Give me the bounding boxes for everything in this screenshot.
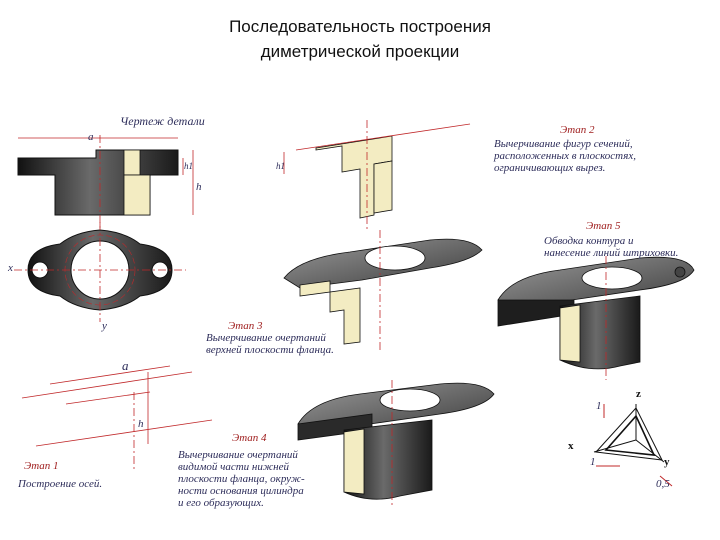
stage4-title: Этап 4: [232, 432, 267, 444]
stage5-finished: [497, 256, 695, 380]
stage3-title: Этап 3: [228, 320, 263, 332]
detail-top-view: [14, 222, 186, 322]
dim-h1-stage2: h1: [276, 161, 285, 171]
title-line-1: Последовательность построения: [229, 17, 491, 36]
dim-h-stage1: h: [138, 418, 144, 430]
dimetric-axes-diagram: [593, 404, 673, 487]
stage4-lower-flange: [297, 380, 495, 506]
scale-1-z: 1: [596, 400, 602, 412]
stage1-title: Этап 1: [24, 460, 59, 472]
scale-1-x: 1: [590, 456, 596, 468]
dim-h1-drawing: h1: [184, 161, 193, 171]
dim-a-drawing: a: [88, 131, 94, 143]
axis-y-label: y: [664, 456, 670, 468]
stage1-axes-sketch: [21, 365, 213, 470]
stage2-title: Этап 2: [560, 124, 595, 136]
stage4-description: Вычерчивание очертаний видимой части ниж…: [178, 449, 305, 509]
slide-title: Последовательность построения диметричес…: [0, 14, 720, 64]
detail-front-view: [17, 135, 194, 228]
label-drawing: Чертеж детали: [120, 114, 205, 128]
axis-x-top-view: x: [8, 262, 13, 274]
stage2-sections: [283, 120, 471, 232]
stage1-description: Построение осей.: [18, 478, 103, 490]
stage5-description: Обводка контура и нанесение линий штрихо…: [544, 235, 679, 259]
axis-y-top-view: y: [102, 320, 107, 332]
axis-z-label: z: [636, 388, 641, 400]
axis-x-label: x: [568, 440, 574, 452]
stage5-title: Этап 5: [586, 220, 621, 232]
dim-a-stage1: a: [122, 358, 129, 373]
stage3-description: Вычерчивание очертаний верхней плоскости…: [206, 332, 334, 356]
stage3-upper-flange: [283, 230, 483, 352]
dim-h-drawing: h: [196, 181, 202, 193]
scale-05-y: 0,5: [656, 478, 670, 490]
title-line-2: диметрической проекции: [260, 42, 460, 61]
stage2-description: Вычерчивание фигур сечений, расположенны…: [494, 138, 637, 174]
